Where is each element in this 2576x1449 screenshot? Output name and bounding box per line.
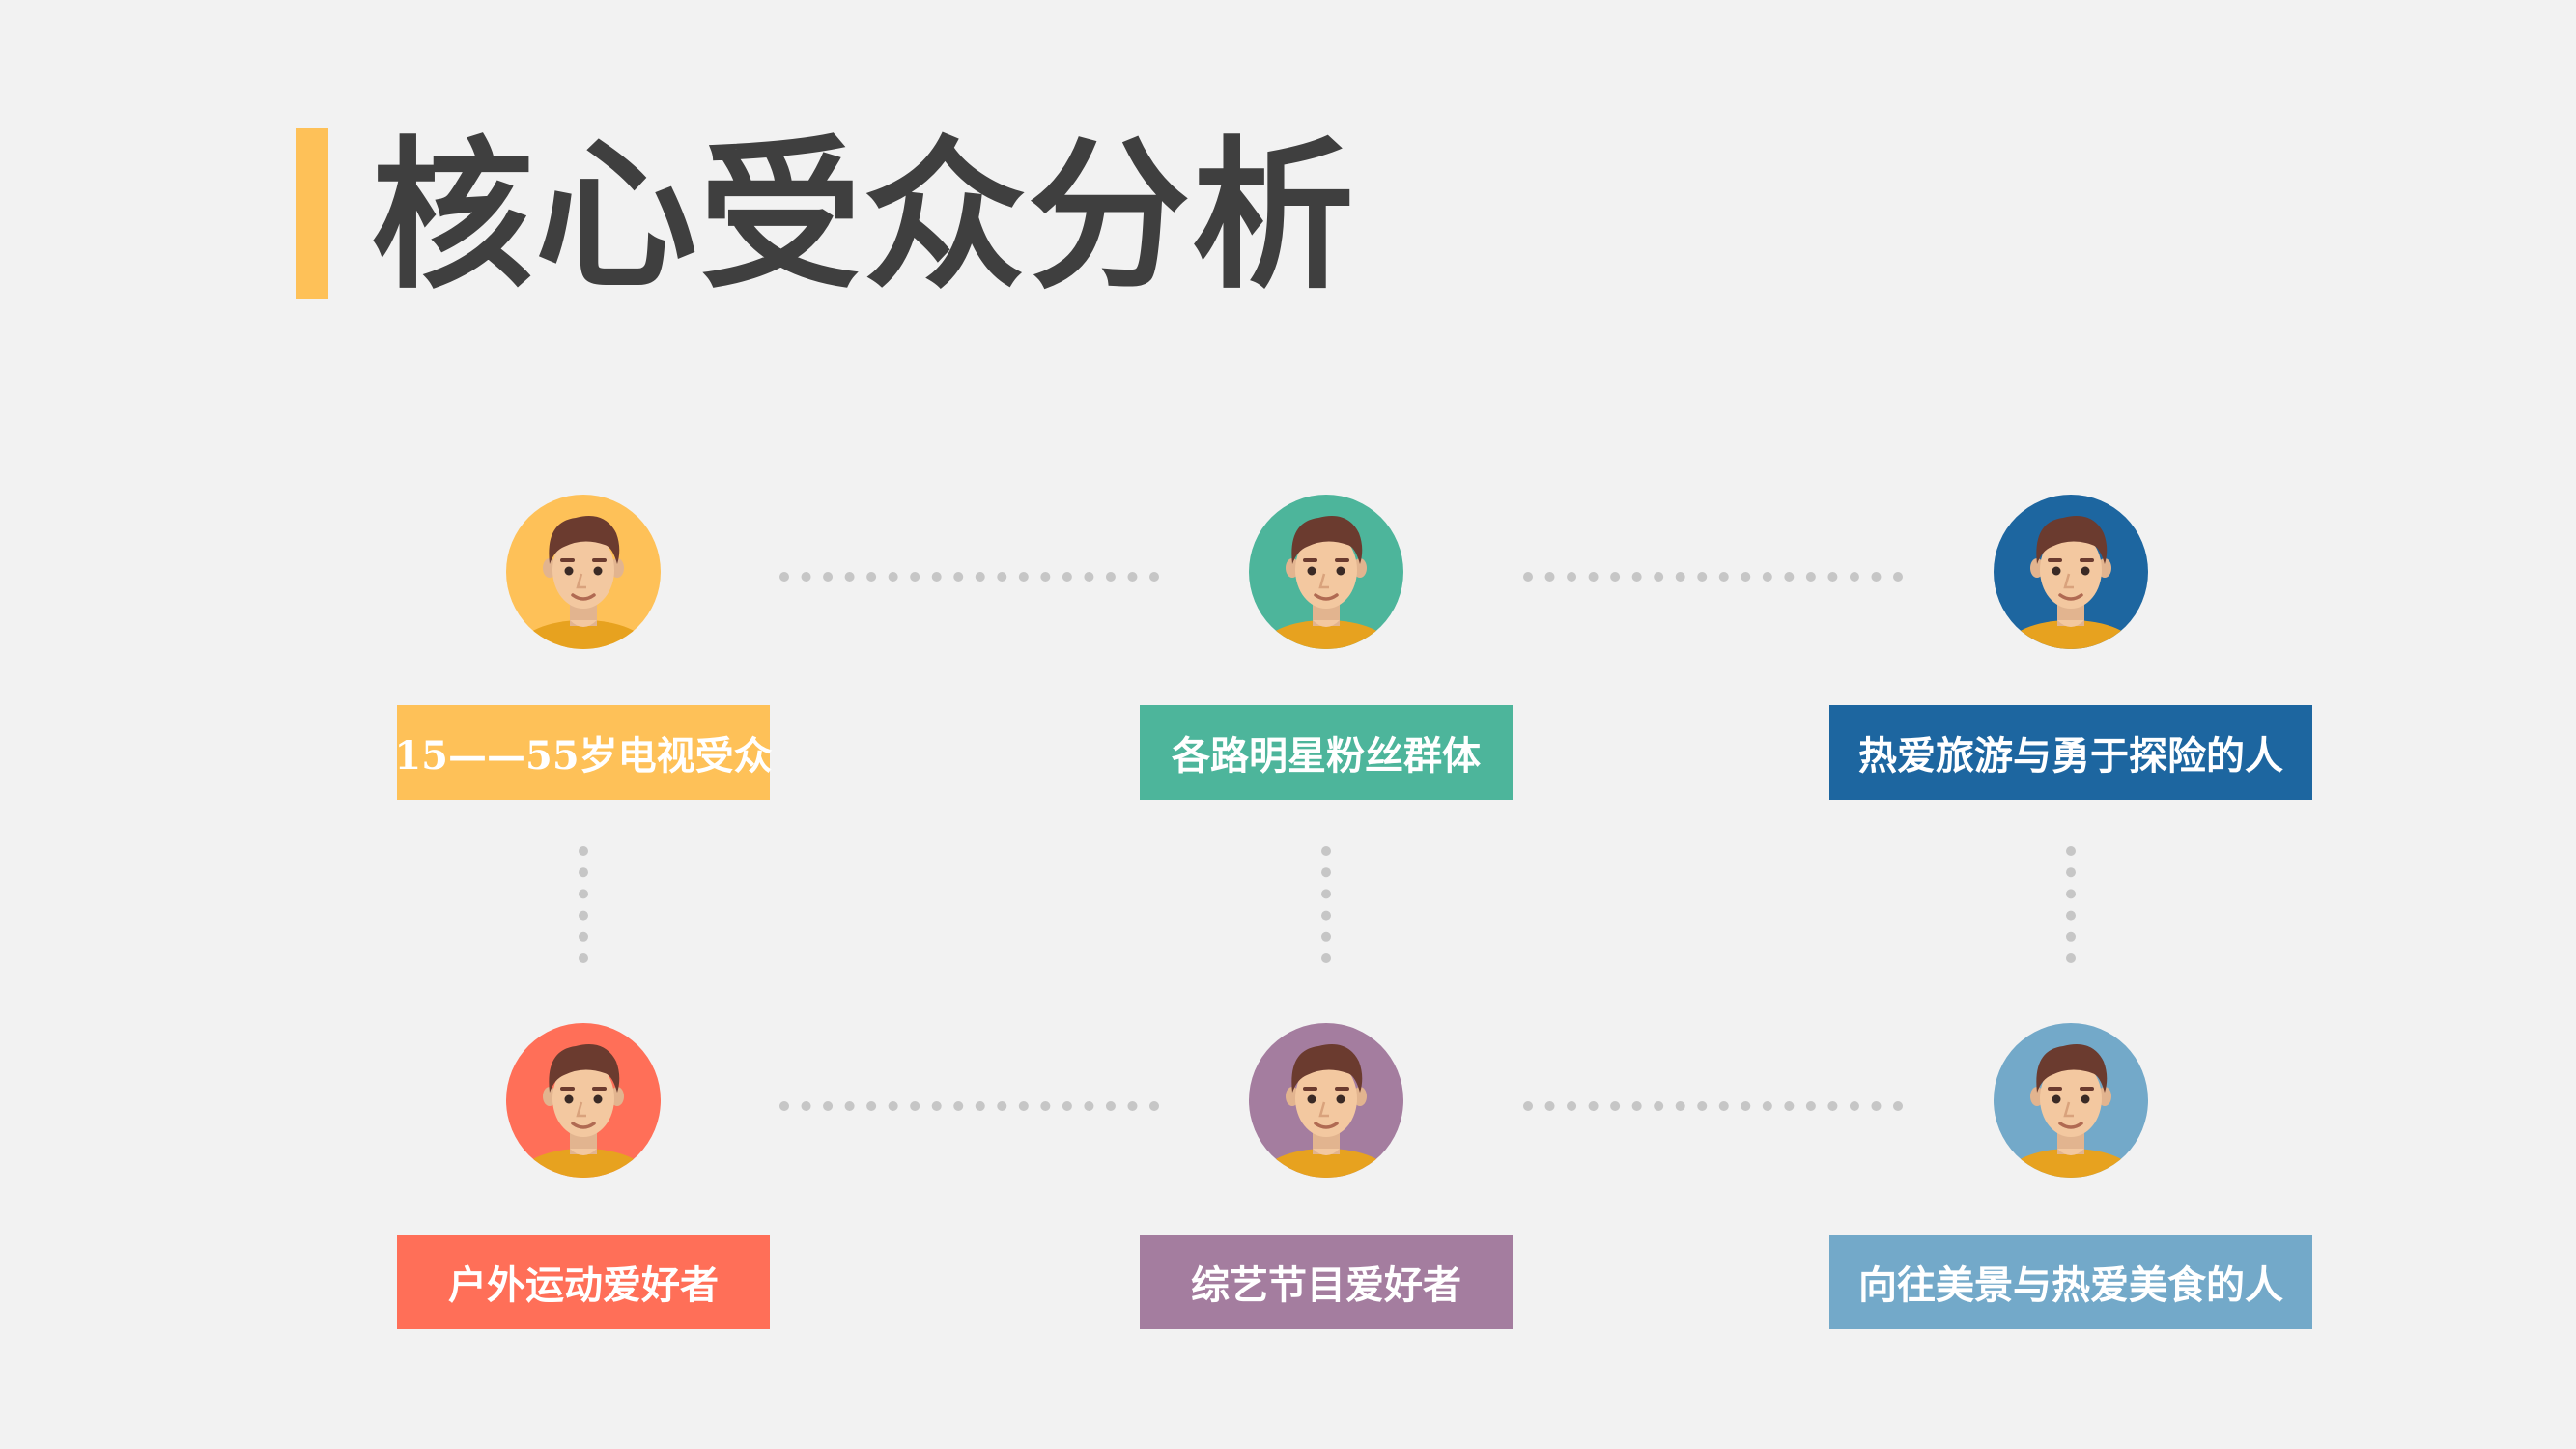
connector-dots	[1523, 1101, 1903, 1111]
audience-label: 向往美景与热爱美食的人	[1829, 1235, 2312, 1329]
page-title: 核心受众分析	[371, 120, 1356, 311]
audience-label: 热爱旅游与勇于探险的人	[1829, 705, 2312, 800]
connector-dots	[2066, 846, 2076, 963]
audience-label: 各路明星粉丝群体	[1140, 705, 1513, 800]
man-avatar-icon	[1249, 1023, 1403, 1178]
man-avatar-icon	[1249, 495, 1403, 649]
connector-dots	[779, 572, 1159, 582]
man-avatar-icon	[506, 1023, 661, 1178]
audience-label: 综艺节目爱好者	[1140, 1235, 1513, 1329]
connector-dots	[779, 1101, 1159, 1111]
man-avatar-icon	[506, 495, 661, 649]
connector-dots	[579, 846, 588, 963]
title-accent-bar	[296, 128, 328, 299]
connector-dots	[1523, 572, 1903, 582]
man-avatar-icon	[1994, 495, 2148, 649]
man-avatar-icon	[1994, 1023, 2148, 1178]
audience-label: 15——55岁电视受众	[394, 705, 773, 800]
connector-dots	[1321, 846, 1331, 963]
audience-label: 户外运动爱好者	[397, 1235, 770, 1329]
